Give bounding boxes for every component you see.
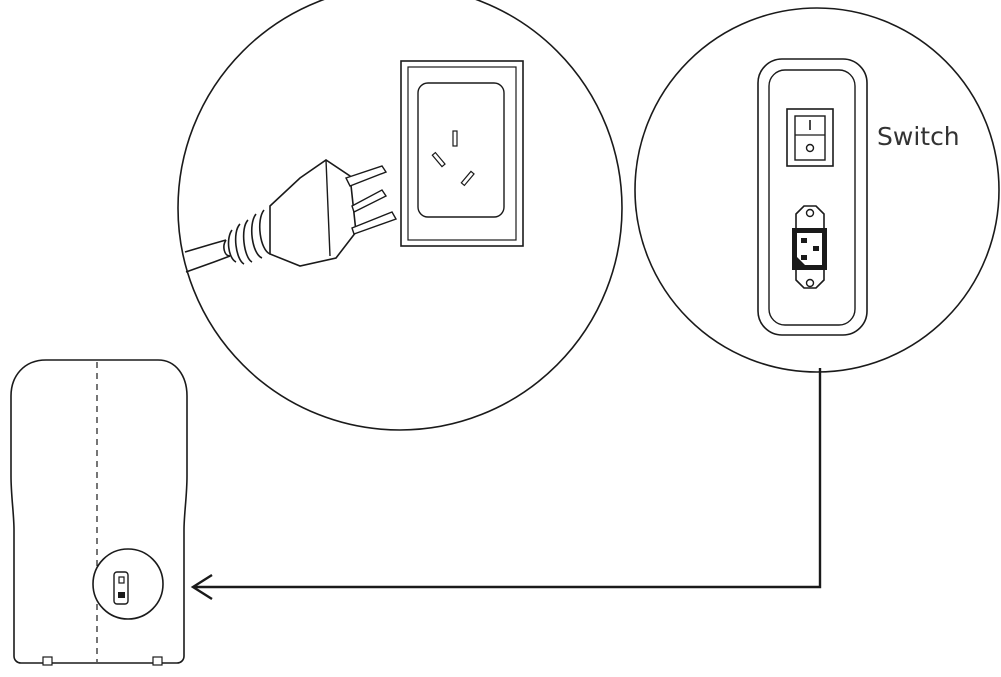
callout-circle-left <box>177 0 623 431</box>
callout-circle-right <box>634 7 1000 373</box>
connection-arrow-icon <box>190 368 822 601</box>
wall-socket-icon <box>400 60 524 247</box>
appliance-device-icon <box>10 359 188 666</box>
switch-inlet-callout: Switch <box>634 7 1000 373</box>
iec-power-inlet-icon <box>792 205 827 289</box>
device-foot-left <box>42 656 53 666</box>
plug-outlet-callout <box>177 0 623 431</box>
rocker-switch-icon <box>786 108 834 167</box>
switch-label: Switch <box>877 122 960 151</box>
device-foot-right <box>152 656 163 666</box>
power-plug-icon <box>184 159 398 273</box>
